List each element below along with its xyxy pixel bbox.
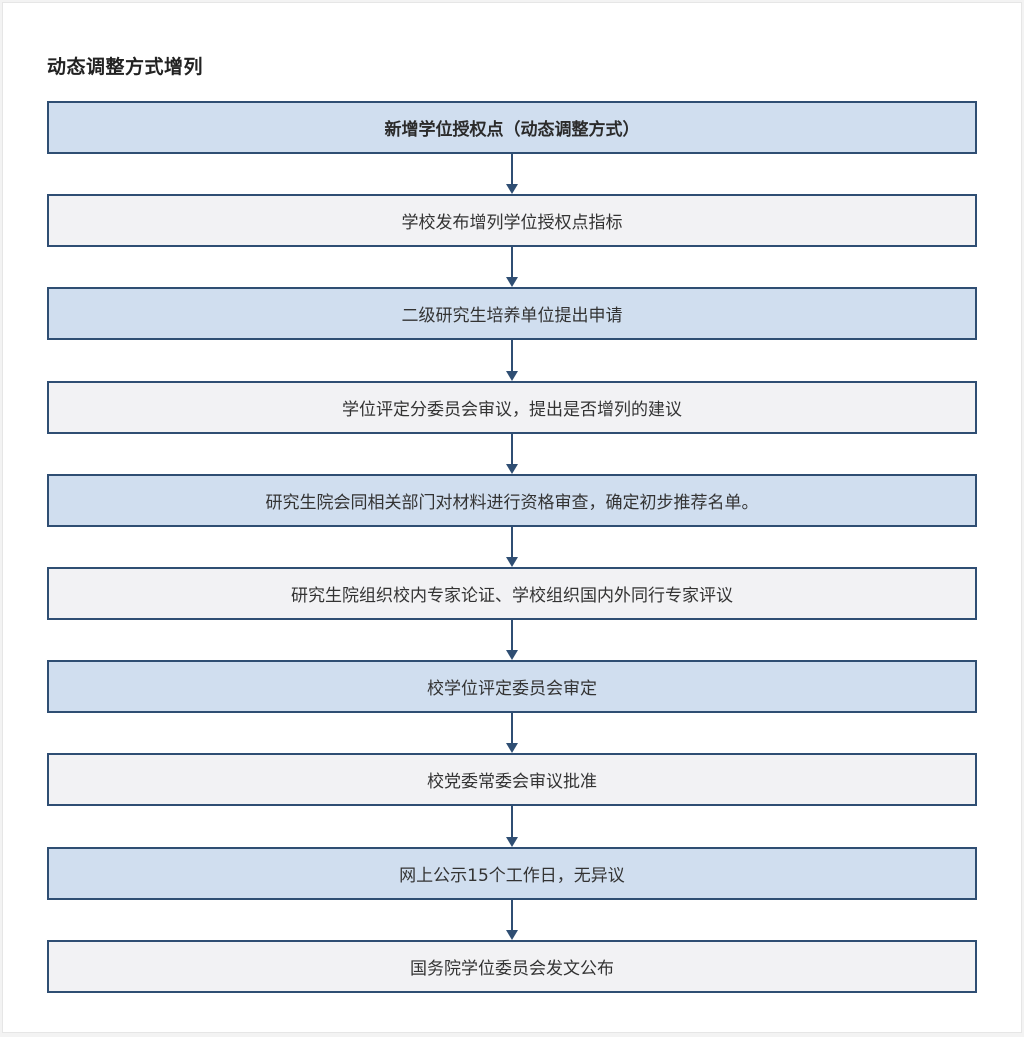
flow-arrow-down-icon (506, 154, 518, 194)
flow-step-3: 二级研究生培养单位提出申请 (47, 287, 977, 340)
flow-step-7: 校学位评定委员会审定 (47, 660, 977, 713)
flow-step-6: 研究生院组织校内专家论证、学校组织国内外同行专家评议 (47, 567, 977, 620)
flow-arrow-down-icon (506, 340, 518, 381)
flow-step-9: 网上公示15个工作日，无异议 (47, 847, 977, 900)
flow-step-label: 学位评定分委员会审议，提出是否增列的建议 (342, 400, 682, 420)
flow-arrow-down-icon (506, 434, 518, 474)
flow-step-1: 新增学位授权点（动态调整方式） (47, 101, 977, 154)
page-title: 动态调整方式增列 (47, 56, 204, 78)
flow-step-label: 研究生院会同相关部门对材料进行资格审查，确定初步推荐名单。 (265, 493, 759, 513)
flow-step-label: 新增学位授权点（动态调整方式） (384, 120, 640, 140)
flow-step-label: 研究生院组织校内专家论证、学校组织国内外同行专家评议 (291, 586, 733, 606)
flow-step-label: 二级研究生培养单位提出申请 (401, 306, 623, 326)
flow-arrow-down-icon (506, 620, 518, 660)
flow-step-10: 国务院学位委员会发文公布 (47, 940, 977, 993)
flow-arrow-down-icon (506, 713, 518, 753)
flow-arrow-down-icon (506, 527, 518, 567)
flow-arrow-down-icon (506, 247, 518, 287)
flow-step-8: 校党委常委会审议批准 (47, 753, 977, 806)
flow-step-label: 校党委常委会审议批准 (427, 772, 597, 792)
flow-step-label: 校学位评定委员会审定 (427, 679, 597, 699)
flow-step-label: 国务院学位委员会发文公布 (410, 959, 614, 979)
flow-step-2: 学校发布增列学位授权点指标 (47, 194, 977, 247)
flow-step-label: 学校发布增列学位授权点指标 (401, 213, 623, 233)
flow-arrow-down-icon (506, 806, 518, 847)
flow-step-5: 研究生院会同相关部门对材料进行资格审查，确定初步推荐名单。 (47, 474, 977, 527)
flow-step-4: 学位评定分委员会审议，提出是否增列的建议 (47, 381, 977, 434)
flow-step-label: 网上公示15个工作日，无异议 (399, 866, 625, 886)
flow-arrow-down-icon (506, 900, 518, 940)
